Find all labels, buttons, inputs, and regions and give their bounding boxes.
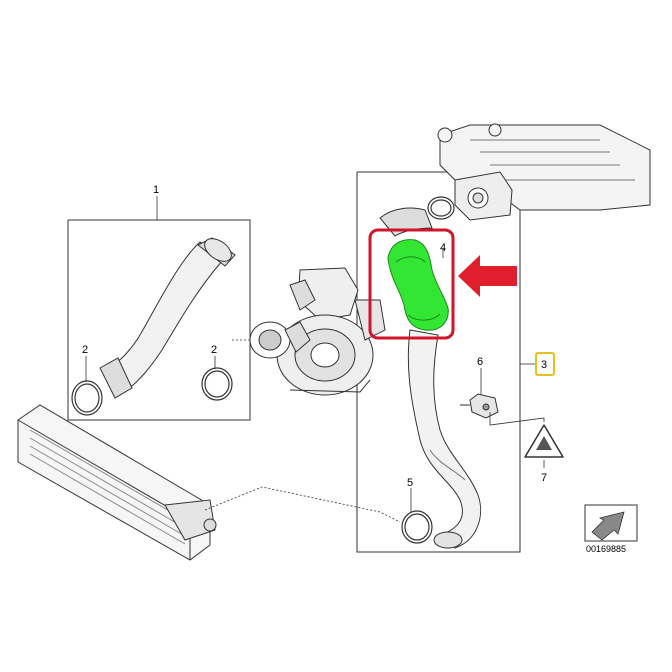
turbocharger: [249, 267, 386, 396]
warning-triangle-icon: [524, 424, 564, 458]
callout-4: 4: [440, 242, 446, 254]
engine-inlet: [454, 171, 513, 221]
callout-1: 1: [153, 184, 159, 196]
red-arrow-icon: [458, 255, 517, 297]
navigation-arrow-icon: [584, 504, 638, 542]
intercooler: [17, 404, 217, 561]
callout-2-right: 2: [211, 344, 217, 356]
callout-5: 5: [407, 477, 413, 489]
part-6-sensor: [460, 393, 499, 419]
part-1-charge-pipe: [99, 237, 236, 399]
callout-3: 3: [541, 359, 547, 371]
seal-ring-5: [401, 510, 433, 544]
callout-3-tag: [535, 352, 555, 376]
part-4-boost-hose: [379, 207, 449, 331]
seal-ring-top: [427, 196, 455, 220]
part-3-charge-pipe: [407, 329, 482, 549]
group-box-left: [67, 219, 251, 421]
callout-7: 7: [541, 472, 547, 484]
seal-ring-2-left: [71, 380, 103, 416]
callout-6: 6: [477, 356, 483, 368]
highlight-box: [368, 228, 455, 340]
seal-ring-2-right: [201, 367, 233, 401]
figure-id: 00169885: [586, 544, 626, 554]
callout-2-left: 2: [82, 344, 88, 356]
callout-leaders: [85, 196, 545, 523]
